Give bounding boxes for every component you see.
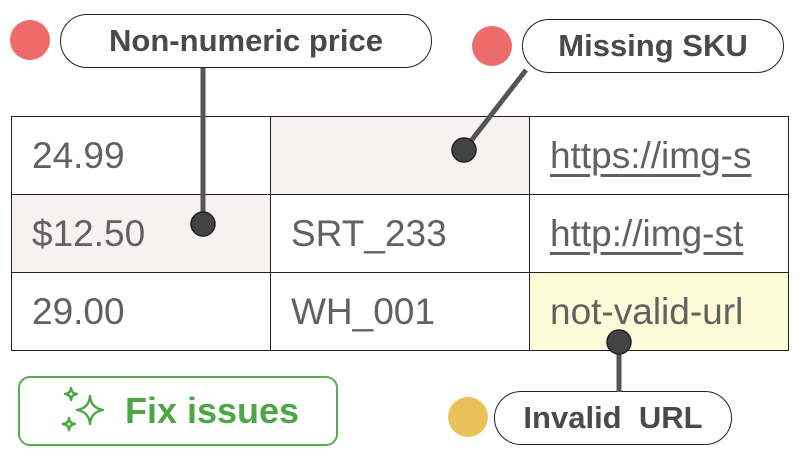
fix-issues-label: Fix issues [124,390,300,431]
table-row: 29.00 WH_001 not-valid-url [11,272,789,351]
fix-issues-button[interactable]: Fix issues [18,376,338,446]
price-cell[interactable]: 29.00 [11,272,271,351]
warning-indicator-dot [448,397,488,437]
table-row: 24.99 https://img-s [11,116,789,195]
invalid-url-label: Invalid URL [494,391,732,445]
error-indicator-dot [472,26,512,66]
url-cell[interactable]: http://img-st [529,194,789,273]
price-cell[interactable]: 24.99 [11,116,271,195]
missing-sku-label: Missing SKU [522,19,784,73]
sku-cell-missing[interactable] [270,116,530,195]
error-indicator-dot [10,20,50,60]
url-cell-invalid[interactable]: not-valid-url [529,272,789,351]
sku-cell[interactable]: WH_001 [270,272,530,351]
product-data-table: 24.99 https://img-s $12.50 SRT_233 http:… [11,116,789,351]
price-cell-invalid[interactable]: $12.50 [11,194,271,273]
url-cell[interactable]: https://img-s [529,116,789,195]
sparkles-icon [57,384,111,438]
sku-cell[interactable]: SRT_233 [270,194,530,273]
table-row: $12.50 SRT_233 http://img-st [11,194,789,273]
non-numeric-price-label: Non-numeric price [60,14,432,68]
